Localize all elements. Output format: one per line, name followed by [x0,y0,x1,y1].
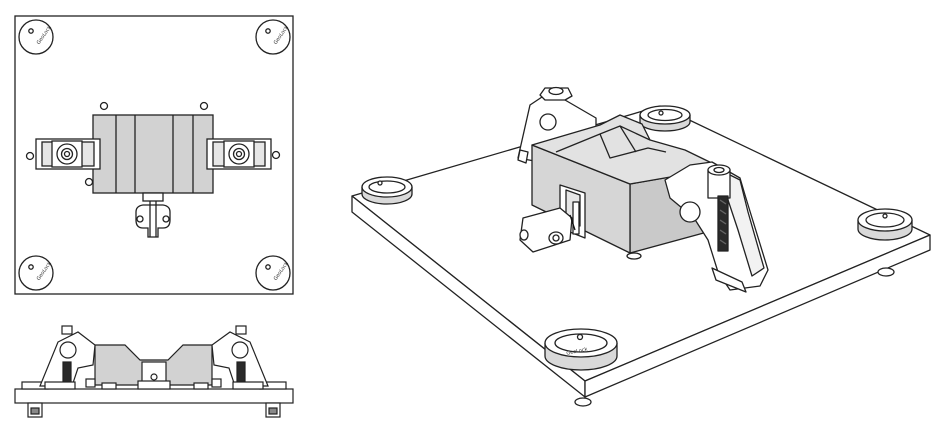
isometric-view: GeoLock [351,86,931,407]
iso-clamp-left-pad [519,201,580,253]
top-view-workpiece [92,114,214,194]
top-view: GeoLock GeoLock GeoLock GeoLock [14,15,294,295]
top-view-magnet-tr: GeoLock [255,19,291,55]
front-view-plate [14,388,294,404]
top-view-pin [199,101,209,111]
iso-magnet-back [639,105,691,132]
top-view-magnet-br: GeoLock [255,255,291,291]
iso-magnet-right [857,208,913,241]
iso-magnet-left [361,176,413,205]
front-view-clamp-left [39,325,96,390]
top-view-magnet-bl: GeoLock [18,255,54,291]
front-view [14,325,294,418]
top-view-pin [271,150,281,160]
top-view-front-stop [135,192,171,238]
top-view-clamp-left [35,138,101,170]
front-view-clamp-right [211,325,269,390]
top-view-pin [84,177,94,187]
top-view-clamp-right [206,138,272,170]
iso-foot [574,397,592,407]
top-view-magnet-tl: GeoLock [18,19,54,55]
top-view-pin [99,101,109,111]
iso-plate-right-edge [584,234,931,398]
iso-magnet-front: GeoLock [544,328,618,371]
iso-foot [877,267,895,277]
iso-clamp-right [664,161,769,293]
magnet-logo-text: GeoLock [566,346,588,356]
top-view-pin [25,151,35,161]
